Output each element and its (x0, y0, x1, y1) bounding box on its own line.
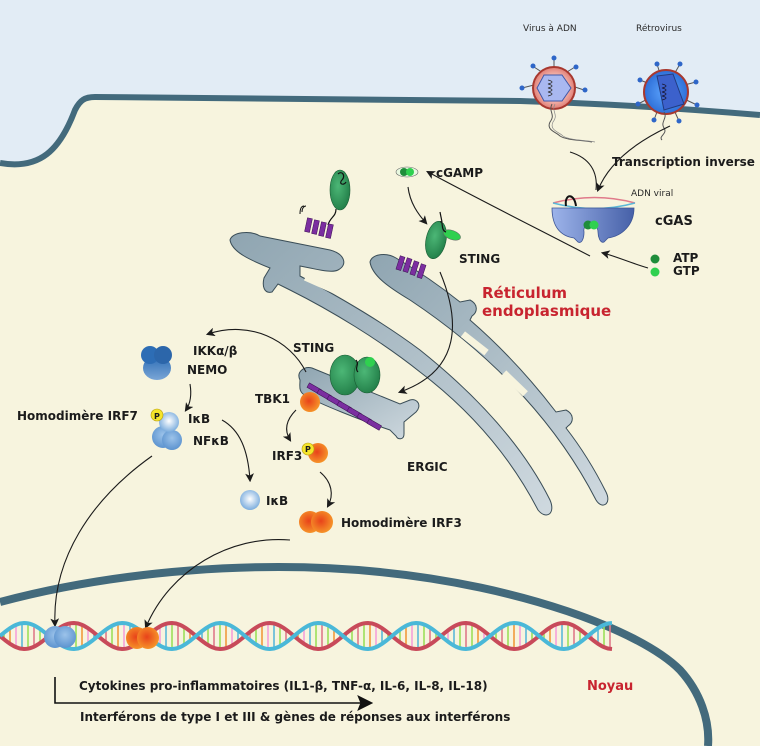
dna-strand-blue (0, 620, 613, 652)
nfkb-ikb-complex: P (150, 408, 182, 450)
ikb-release-arrow (221, 419, 254, 483)
sting-cgamp-bound: STING (395, 211, 500, 279)
retrovirus-label: Rétrovirus (636, 23, 682, 34)
reverse-transcription-arrow (596, 125, 671, 193)
atp-icon (650, 254, 660, 264)
tbk1-to-ikk-arrow (205, 327, 307, 373)
ikb-free-label: IκB (266, 494, 288, 508)
cgamp-production-arrow (426, 170, 591, 257)
sting-er-label: STING (459, 252, 500, 266)
dna-strand-red (0, 620, 613, 652)
atp-gtp-arrow (600, 250, 649, 269)
cgas-label: cGAS (655, 214, 693, 229)
gtp-label: GTP (673, 264, 700, 278)
ikk-to-ikb-arrow (184, 383, 194, 412)
cgas-enzyme: ADN viral cGAS (551, 189, 693, 243)
atp-label: ATP (673, 251, 699, 265)
irf3-homodimer-label: Homodimère IRF3 (341, 516, 462, 530)
irf7-homodimer-label: Homodimère IRF7 (17, 409, 138, 423)
er-label-line2: endoplasmique (482, 302, 611, 320)
sting-inactive (299, 169, 351, 239)
ikb-bound-label: IκB (188, 412, 210, 426)
phospho-label: P (154, 412, 160, 421)
irf3-translocation-arrow (144, 538, 291, 630)
ikb-free-icon (240, 490, 260, 510)
dna-virus-label: Virus à ADN (523, 24, 577, 34)
interferons-label: Interférons de type I et III & gènes de … (80, 710, 510, 724)
ergic-label: ERGIC (407, 460, 448, 474)
nemo-label: NEMO (187, 363, 227, 377)
dna-virus: Virus à ADN (519, 24, 596, 143)
plasma-membrane (0, 93, 760, 168)
tbk1-icon (300, 392, 320, 412)
cgamp-molecule (395, 166, 419, 178)
dna-bound-irf3 (126, 627, 159, 649)
nuclear-membrane (0, 563, 713, 746)
er-label-line1: Réticulum (482, 284, 567, 302)
tbk1-label: TBK1 (255, 392, 290, 406)
ikk-nemo-complex (141, 346, 172, 380)
reverse-transcription-label: Transcription inverse (612, 155, 755, 169)
nfkb-translocation-arrow (50, 455, 153, 628)
irf3-label: IRF3 (272, 449, 302, 463)
viral-dna-arrow (569, 151, 597, 191)
dna-bound-nfkb (44, 626, 76, 648)
er-lumen-slots (303, 273, 528, 397)
irf3-phospho-icon (301, 442, 315, 456)
ikk-label: IKKα/β (193, 344, 238, 358)
irf3-phospho-label: P (305, 445, 311, 454)
cgamp-to-sting-arrow (407, 186, 428, 225)
gtp-icon (650, 267, 660, 277)
gene-expression-arrow (54, 677, 374, 711)
irf3-dimerization-arrow (319, 471, 336, 508)
irf3-homodimer (299, 511, 333, 533)
retrovirus: Rétrovirus (635, 23, 700, 141)
cgamp-label: cGAMP (436, 166, 483, 180)
nucleus-label: Noyau (587, 679, 633, 694)
sting-active-tbk1-complex (300, 354, 382, 431)
tbk1-to-irf3-arrow (282, 409, 297, 442)
sting-translocation-arrow (397, 271, 454, 394)
nfkb-label: NFκB (193, 434, 229, 448)
phospho-icon (150, 408, 164, 422)
cytokines-label: Cytokines pro-inflammatoires (IL1-β, TNF… (79, 679, 488, 693)
sting-ergic-label: STING (293, 341, 334, 355)
viral-dna-label: ADN viral (631, 189, 673, 199)
